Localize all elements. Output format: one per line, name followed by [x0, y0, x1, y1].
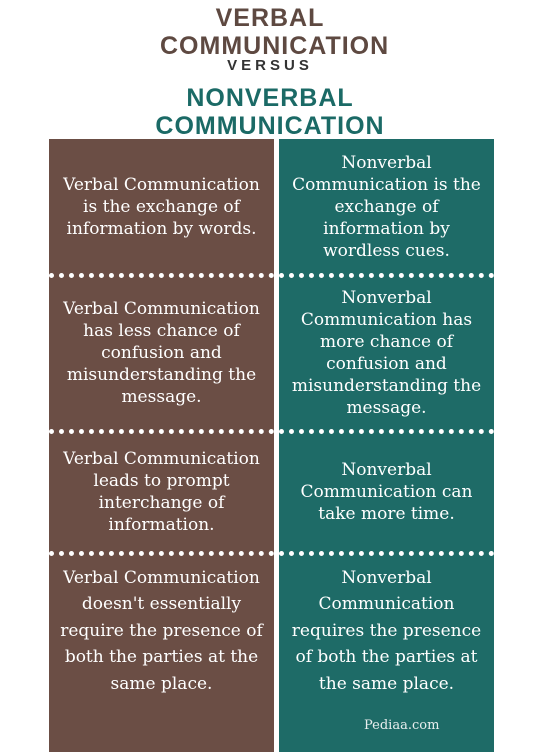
divider — [49, 429, 274, 434]
verbal-cell-1: Verbal Communication is the exchange of … — [63, 174, 260, 239]
divider — [49, 551, 274, 556]
divider — [279, 551, 494, 556]
watermark: Pediaa.com — [364, 718, 440, 733]
verbal-cell-2: Verbal Communication has less chance of … — [63, 299, 260, 407]
verbal-cell-3: Verbal Communication leads to prompt int… — [63, 448, 260, 535]
versus-label: VERSUS — [227, 57, 313, 74]
verbal-column: Verbal Communication is the exchange of … — [49, 139, 274, 752]
divider — [279, 429, 494, 434]
title-verbal: VERBAL COMMUNICATION — [160, 4, 390, 60]
nonverbal-cell-2: Nonverbal Communication has more chance … — [291, 288, 482, 418]
divider — [49, 273, 274, 278]
nonverbal-column: Nonverbal Communication is the exchange … — [279, 139, 494, 752]
verbal-cell-4: Verbal Communication doesn't essentially… — [60, 567, 263, 694]
nonverbal-cell-1: Nonverbal Communication is the exchange … — [292, 152, 481, 261]
nonverbal-cell-4: Nonverbal Communication requires the pre… — [291, 567, 482, 694]
divider — [279, 273, 494, 278]
nonverbal-cell-3: Nonverbal Communication can take more ti… — [300, 459, 473, 524]
title-nonverbal: NONVERBAL COMMUNICATION — [155, 84, 385, 140]
